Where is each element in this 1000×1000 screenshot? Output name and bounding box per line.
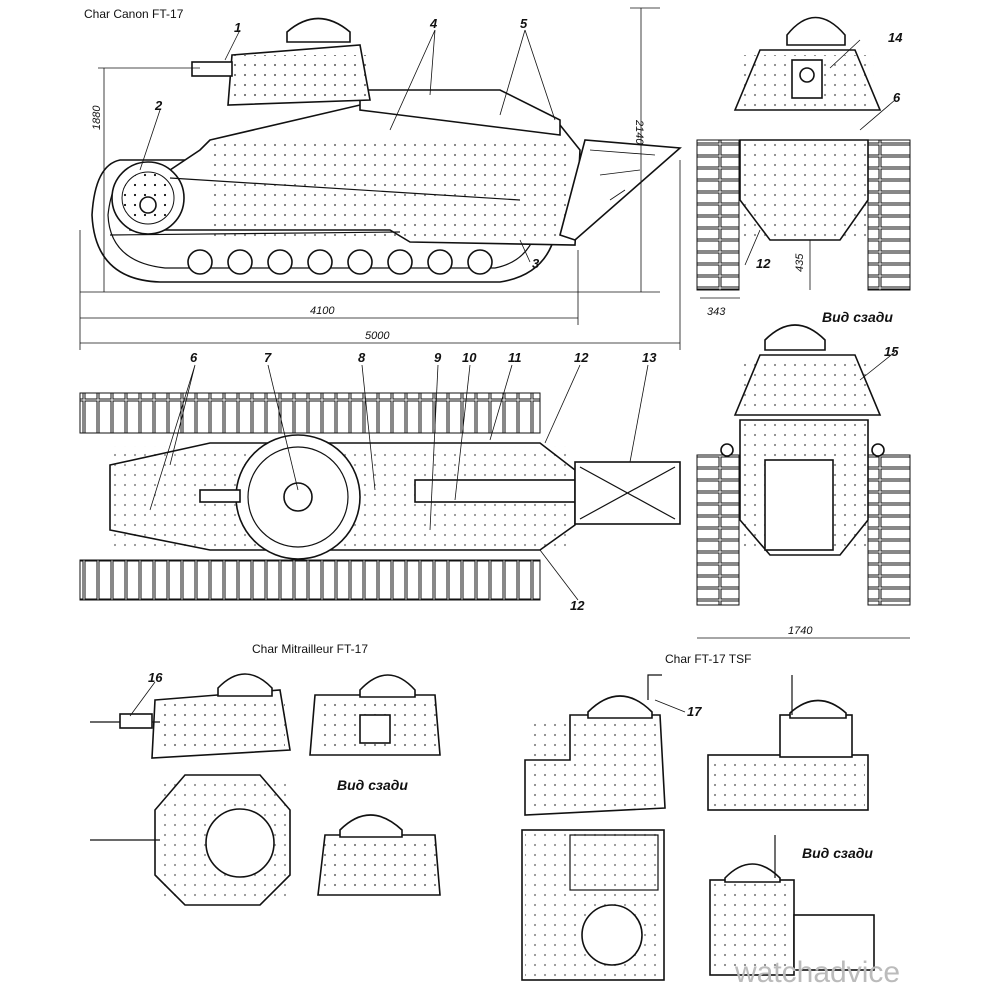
top-track-lower xyxy=(79,559,541,601)
side-cupola xyxy=(286,17,351,43)
callout-16: 16 xyxy=(148,670,163,685)
top-cupola-hatch xyxy=(283,482,313,512)
dim-track-width: 343 xyxy=(707,306,726,318)
rear-cupola xyxy=(764,324,826,351)
tsf-rear-view-label: Вид сзади xyxy=(802,845,873,861)
callout-12: 12 xyxy=(574,350,589,365)
side-idler-hub xyxy=(139,196,157,214)
side-callout-leaders xyxy=(139,29,556,263)
front-track-right xyxy=(867,139,911,291)
mg-rear-view-label: Вид сзади xyxy=(337,777,408,793)
side-tail-skid xyxy=(559,139,682,241)
callout-3: 3 xyxy=(532,256,540,271)
rear-track-right xyxy=(867,454,911,606)
front-cupola xyxy=(786,16,846,46)
top-exhaust xyxy=(414,479,576,503)
title-canon: Char Canon FT-17 xyxy=(84,7,184,21)
front-track-left xyxy=(696,139,740,291)
dim-width-total: 1740 xyxy=(788,625,813,637)
callout-14: 14 xyxy=(888,30,903,45)
top-gun xyxy=(199,489,241,503)
callout-9: 9 xyxy=(434,350,442,365)
rear-track-left xyxy=(696,454,740,606)
callout-17: 17 xyxy=(687,704,702,719)
tsf-views xyxy=(521,674,875,981)
side-engine-deck xyxy=(359,89,561,136)
dim-height-total: 2140 xyxy=(633,119,645,145)
side-road-wheels xyxy=(187,249,493,275)
dim-length-total: 5000 xyxy=(365,330,390,342)
callout-1: 1 xyxy=(234,20,241,35)
title-tsf: Char FT-17 TSF xyxy=(665,652,751,666)
rear-view-label: Вид сзади xyxy=(822,309,893,325)
callout-4: 4 xyxy=(429,16,438,31)
side-gun xyxy=(191,61,233,77)
side-hull-rivets xyxy=(210,140,570,240)
callout-12b: 12 xyxy=(570,598,585,613)
callout-2: 2 xyxy=(154,98,163,113)
callout-6: 6 xyxy=(190,350,198,365)
dim-length-hull: 4100 xyxy=(310,305,335,317)
callout-7: 7 xyxy=(264,350,272,365)
front-view xyxy=(696,16,911,299)
rear-view xyxy=(696,324,911,606)
title-mitrailleur: Char Mitrailleur FT-17 xyxy=(252,642,368,656)
callout-11: 11 xyxy=(508,350,522,365)
callout-8: 8 xyxy=(358,350,366,365)
callout-6a: 6 xyxy=(893,90,901,105)
dim-height-hull: 1880 xyxy=(91,105,103,130)
side-view-canon xyxy=(91,17,682,283)
watermark: watchadvice xyxy=(734,956,900,989)
dim-clearance: 435 xyxy=(794,253,806,272)
top-track-upper xyxy=(79,392,541,434)
top-callout-leaders xyxy=(149,364,649,601)
rear-door xyxy=(764,459,834,551)
callout-5: 5 xyxy=(520,16,528,31)
side-dimensions xyxy=(79,7,681,350)
callout-10: 10 xyxy=(462,350,477,365)
callout-12a: 12 xyxy=(756,256,771,271)
callout-13: 13 xyxy=(642,350,657,365)
side-turret-rivets xyxy=(232,55,367,103)
mitrailleur-views xyxy=(90,673,441,906)
callout-15: 15 xyxy=(884,344,899,359)
top-view xyxy=(79,392,681,601)
